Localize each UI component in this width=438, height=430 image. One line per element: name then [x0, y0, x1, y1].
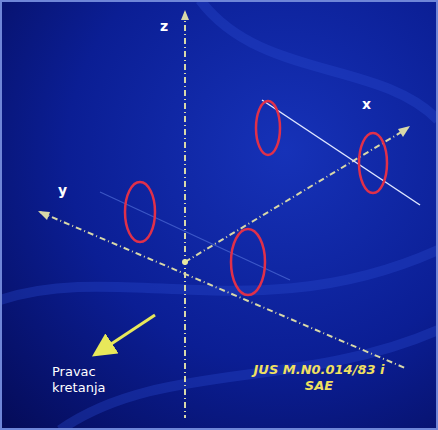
direction-arrow: [102, 315, 155, 350]
wheel: [231, 229, 265, 295]
origin: [182, 259, 188, 265]
wheel: [125, 182, 155, 242]
axis-label: x: [362, 96, 371, 113]
axis-label: y: [58, 182, 67, 199]
x-axis: [185, 128, 408, 262]
z-axis: [184, 12, 186, 418]
z-arrowhead: [181, 10, 189, 20]
wheel: [359, 133, 387, 193]
wheel: [256, 101, 280, 155]
x-arrowhead: [398, 126, 410, 137]
y-arrowhead: [38, 211, 50, 220]
y-axis: [40, 212, 405, 368]
standard-note: JUS M.N0.014/83 i SAE: [250, 362, 388, 393]
rear-axle: [100, 192, 290, 280]
axis-label: z: [160, 18, 168, 35]
direction-label: Pravac kretanja: [52, 364, 124, 395]
front-axle: [262, 100, 420, 205]
wheels: [125, 101, 387, 295]
